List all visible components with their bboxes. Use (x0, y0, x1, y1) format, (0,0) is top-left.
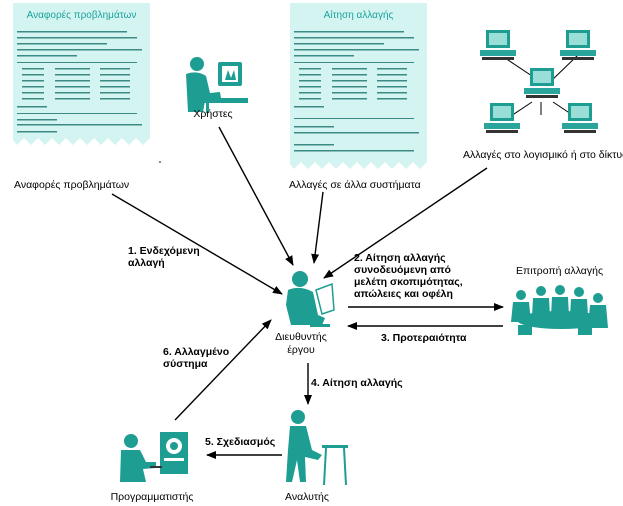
change-request-document (290, 3, 427, 169)
change-committee-figure-icon (511, 285, 608, 335)
change-committee-label: Επιτροπή αλλαγής (516, 265, 604, 277)
stray-dot (159, 161, 161, 163)
step-1-label: 1. Ενδεχόμενη αλλαγή (128, 245, 200, 269)
project-manager-figure-icon (286, 271, 335, 327)
arrow-problem-reports-to-manager (111, 193, 283, 295)
arrow-network-to-manager (323, 167, 488, 279)
step-5-label: 5. Σχεδιασμός (205, 436, 276, 448)
arrow-users-to-manager (218, 126, 294, 266)
step-3-label: 3. Προτεραιότητα (381, 332, 467, 344)
other-systems-caption: Αλλαγές σε άλλα συστήματα (289, 179, 421, 191)
step-4-label: 4. Αίτηση αλλαγής (311, 377, 403, 389)
problem-reports-doc-title: Αναφορές προβλημάτων (26, 10, 137, 21)
step-6-label: 6. Αλλαγμένο σύστημα (163, 346, 230, 370)
network-icon (480, 30, 598, 133)
analyst-figure-icon (286, 410, 348, 486)
users-figure-icon (186, 57, 248, 113)
arrow-other-systems-to-manager (311, 191, 324, 264)
step-2-label: 2. Αίτηση αλλαγής συνοδευόμενη από μελέτ… (354, 252, 463, 300)
problem-reports-document (13, 3, 150, 145)
arrow-programmer-to-manager (174, 319, 272, 421)
network-label: Αλλαγές στο λογισμικό ή στο δίκτυο (463, 149, 623, 161)
problem-reports-caption: Αναφορές προβλημάτων (14, 179, 130, 191)
analyst-label: Αναλυτής (285, 491, 329, 503)
programmer-figure-icon (120, 432, 188, 482)
programmer-label: Προγραμματιστής (110, 491, 194, 503)
users-label: Χρήστες (193, 108, 233, 120)
change-request-doc-title: Αίτηση αλλαγής (323, 10, 394, 21)
project-manager-label: Διευθυντής έργου (275, 331, 327, 356)
